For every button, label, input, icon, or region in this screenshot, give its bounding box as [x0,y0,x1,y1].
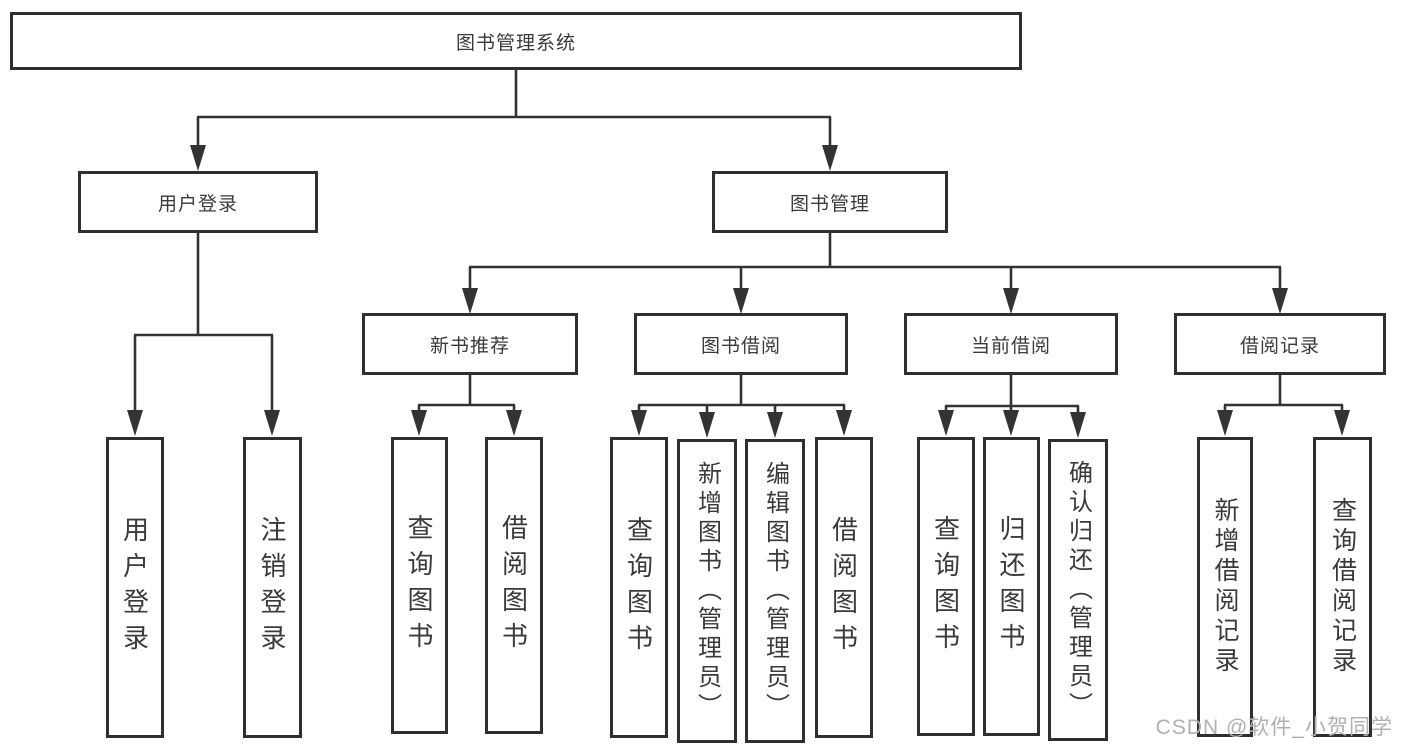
node-leaf-user-login: 用户登录 [106,437,164,738]
connector-book-mgmt-to-level3 [468,233,1282,293]
arrowhead [938,410,954,436]
arrowhead [733,288,749,314]
arrowhead [822,145,838,171]
arrowhead [1003,288,1019,314]
node-label: 查询借阅记录 [1328,497,1357,677]
connector-new-book-to-leaves [417,375,516,414]
node-label: 借阅图书 [828,515,859,660]
connector-current-borrow-to-leaves [944,375,1080,416]
node-new-book-recommend: 新书推荐 [362,313,578,375]
arrowhead [1272,288,1288,314]
arrowhead [1334,410,1350,436]
node-leaf-query-books-recommend: 查询图书 [391,437,448,734]
arrowhead [462,288,478,314]
node-label: 借阅图书 [498,513,529,658]
node-leaf-return-book: 归还图书 [983,437,1040,736]
arrowhead [506,410,522,436]
arrowhead [631,410,647,436]
connector-borrow-records-to-leaves [1223,375,1344,414]
node-user-login-module: 用户登录 [78,171,318,233]
node-leaf-query-books-current: 查询图书 [917,437,975,736]
node-label: 新增借阅记录 [1211,497,1239,677]
node-label: 查询图书 [404,513,434,658]
node-book-borrowing: 图书借阅 [634,313,848,375]
arrowhead [1217,410,1233,436]
arrowhead [190,145,206,171]
node-leaf-confirm-return-admin: 确认归还（管理员） [1048,439,1108,741]
node-label: 查询图书 [930,514,961,659]
arrowhead [411,410,427,436]
node-label: 归还图书 [996,514,1026,659]
node-label: 新书推荐 [429,335,510,357]
arrowhead [1070,412,1086,438]
node-current-borrowing: 当前借阅 [904,313,1118,375]
node-leaf-query-borrow-record: 查询借阅记录 [1313,437,1372,737]
node-leaf-borrow-books-recommend: 借阅图书 [485,437,543,734]
node-label: 注销登录 [257,515,287,660]
node-leaf-logout: 注销登录 [243,437,302,738]
node-label: 查询图书 [623,515,654,660]
node-label: 用户登录 [119,515,150,660]
arrowhead [1003,410,1019,436]
node-leaf-add-book-admin: 新增图书（管理员） [677,439,737,743]
arrowhead [836,410,852,436]
arrowhead [127,410,143,436]
node-label: 图书借阅 [700,335,781,357]
node-label: 用户登录 [157,193,238,215]
node-label: 确认归还（管理员） [1064,459,1092,721]
node-label: 图书管理系统 [455,32,576,54]
node-leaf-add-borrow-record: 新增借阅记录 [1197,437,1253,737]
node-leaf-edit-book-admin: 编辑图书（管理员） [745,439,805,743]
node-label: 新增图书（管理员） [693,460,721,722]
node-label: 图书管理 [789,193,870,215]
node-label: 当前借阅 [970,335,1051,357]
arrowhead [699,412,715,438]
node-root-system: 图书管理系统 [10,12,1022,70]
arrowhead [767,412,783,438]
node-leaf-borrow-books: 借阅图书 [815,437,873,738]
connector-user-login-to-leaves [133,233,274,414]
node-label: 编辑图书（管理员） [761,460,789,722]
arrowhead [264,410,280,436]
node-label: 借阅记录 [1239,335,1320,357]
csdn-watermark: CSDN @软件_小贺同学 [1155,716,1393,739]
node-leaf-query-books-borrow: 查询图书 [610,437,668,738]
node-book-management-module: 图书管理 [712,171,948,233]
connector-root-to-level2 [196,70,832,150]
connector-book-borrow-to-leaves [637,375,846,416]
node-borrowing-records: 借阅记录 [1174,313,1386,375]
